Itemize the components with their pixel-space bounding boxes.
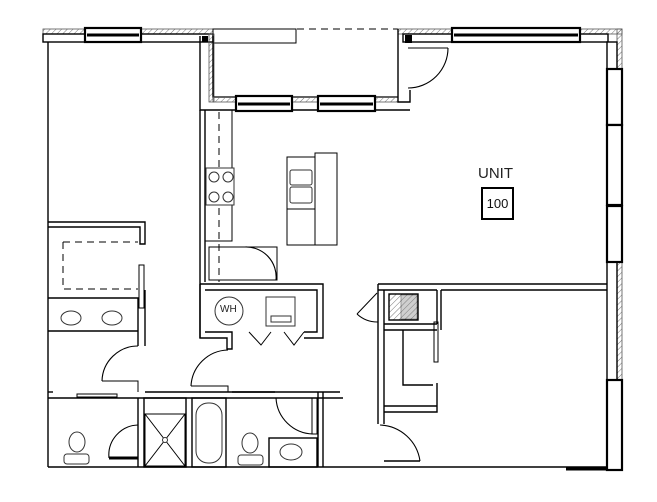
bath-1 [63, 398, 139, 467]
bedroom-2-walls [377, 283, 607, 424]
mech-closet-door[interactable] [356, 292, 379, 323]
exterior-wall-top-right [397, 26, 623, 103]
window [605, 378, 624, 472]
bedroom-closet [48, 221, 146, 309]
exterior-wall-left [47, 42, 607, 471]
bath-2 [237, 392, 324, 468]
toilet [68, 431, 86, 453]
window [605, 67, 624, 127]
stove [205, 167, 235, 206]
bathroom-door[interactable] [101, 345, 139, 392]
exterior-wall-top-left [42, 26, 214, 44]
fireplace [388, 293, 419, 321]
corridor-wall [48, 391, 343, 399]
bath-sink [279, 443, 303, 461]
unit-label: UNIT [478, 165, 513, 182]
kitchen-sink [289, 169, 313, 204]
laundry-door[interactable] [190, 349, 229, 392]
water-heater-label: WH [220, 304, 237, 315]
pantry[interactable] [208, 246, 278, 281]
bathroom-vanity [48, 290, 146, 346]
window [605, 204, 624, 264]
exterior-wall-right [605, 28, 624, 472]
unit-number-tag: 100 [481, 187, 514, 220]
bathtub [191, 397, 227, 468]
toilet [241, 432, 259, 454]
bifold-door[interactable] [248, 331, 305, 346]
laundry-closet [199, 283, 324, 350]
entry-door-balcony[interactable] [407, 47, 449, 89]
bedroom-2-door[interactable] [379, 424, 421, 462]
kitchen-island [286, 152, 338, 246]
pocket-door[interactable] [76, 393, 118, 398]
balcony-outline [212, 28, 398, 44]
window [605, 123, 624, 207]
exterior-wall-balcony [199, 33, 410, 113]
bath-2-door[interactable] [275, 397, 314, 435]
shower [143, 397, 187, 468]
water-heater [214, 296, 244, 326]
bath-1-door[interactable] [108, 424, 139, 459]
